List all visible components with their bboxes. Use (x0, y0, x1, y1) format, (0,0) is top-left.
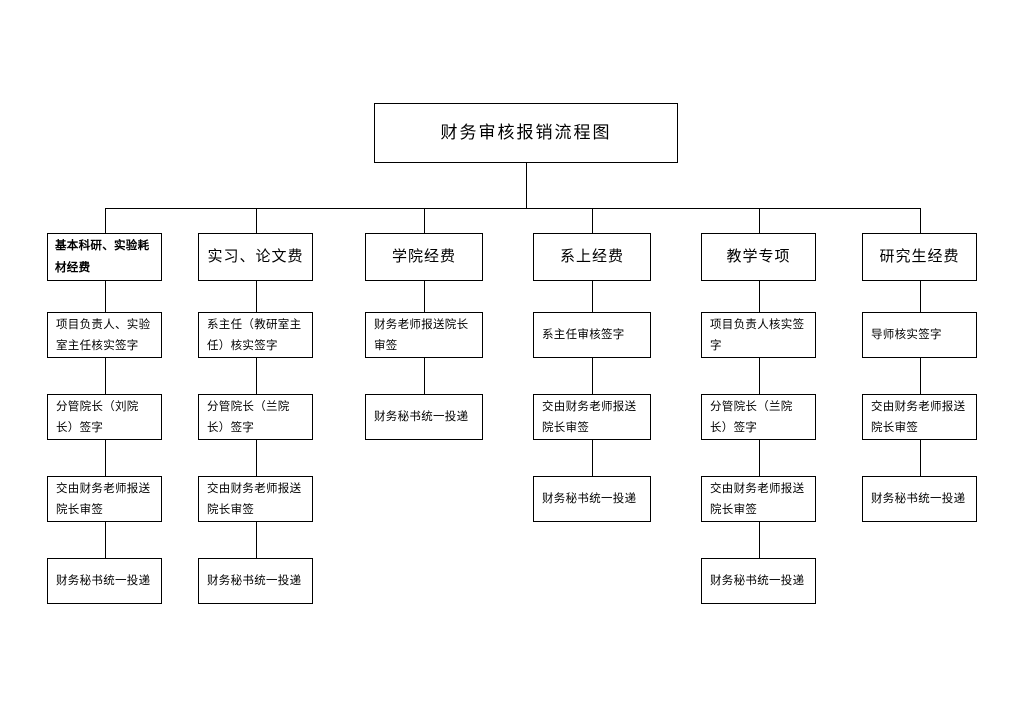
edge-title-to-bus (526, 163, 527, 208)
edge-header-to-step-teaching-special (758, 281, 760, 312)
step-node-department-funds-1: 系主任审核签字 (533, 312, 651, 358)
header-node-internship-thesis: 实习、论文费 (198, 233, 313, 281)
edge-step-college-funds-1-to-2 (424, 358, 425, 394)
step-node-basic-research-2: 分管院长（刘院长）签字 (47, 394, 162, 440)
edge-step-graduate-funds-2-to-3 (919, 440, 921, 476)
edge-step-basic-research-3-to-4 (104, 522, 106, 558)
edge-step-internship-thesis-1-to-2 (255, 358, 257, 394)
edge-step-internship-thesis-3-to-4 (255, 522, 257, 558)
edge-header-to-step-department-funds (592, 281, 593, 312)
step-node-college-funds-2: 财务秘书统一投递 (365, 394, 483, 440)
step-node-graduate-funds-1: 导师核实签字 (862, 312, 977, 358)
step-node-teaching-special-1: 项目负责人核实签字 (701, 312, 816, 358)
header-node-graduate-funds: 研究生经费 (862, 233, 977, 281)
edge-step-department-funds-1-to-2 (592, 358, 593, 394)
header-node-department-funds: 系上经费 (533, 233, 651, 281)
header-node-basic-research: 基本科研、实验耗材经费 (47, 233, 162, 281)
edge-bus-to-header-basic-research (104, 208, 106, 233)
edge-step-basic-research-1-to-2 (104, 358, 106, 394)
step-node-teaching-special-3: 交由财务老师报送院长审签 (701, 476, 816, 522)
header-node-teaching-special: 教学专项 (701, 233, 816, 281)
edge-bus-to-header-graduate-funds (919, 208, 921, 233)
edge-header-to-step-basic-research (104, 281, 106, 312)
edge-step-basic-research-2-to-3 (104, 440, 106, 476)
step-node-college-funds-1: 财务老师报送院长审签 (365, 312, 483, 358)
step-node-basic-research-1: 项目负责人、实验室主任核实签字 (47, 312, 162, 358)
step-node-internship-thesis-4: 财务秘书统一投递 (198, 558, 313, 604)
step-node-basic-research-3: 交由财务老师报送院长审签 (47, 476, 162, 522)
step-node-internship-thesis-3: 交由财务老师报送院长审签 (198, 476, 313, 522)
step-node-teaching-special-4: 财务秘书统一投递 (701, 558, 816, 604)
step-node-graduate-funds-3: 财务秘书统一投递 (862, 476, 977, 522)
edge-step-teaching-special-3-to-4 (758, 522, 760, 558)
header-node-college-funds: 学院经费 (365, 233, 483, 281)
edge-step-department-funds-2-to-3 (592, 440, 593, 476)
step-node-department-funds-3: 财务秘书统一投递 (533, 476, 651, 522)
edge-header-to-step-graduate-funds (919, 281, 921, 312)
edge-bus-to-header-department-funds (592, 208, 593, 233)
step-node-graduate-funds-2: 交由财务老师报送院长审签 (862, 394, 977, 440)
edge-header-to-step-internship-thesis (255, 281, 257, 312)
edge-bus-to-header-college-funds (424, 208, 425, 233)
edge-step-teaching-special-1-to-2 (758, 358, 760, 394)
flowchart-title-node: 财务审核报销流程图 (374, 103, 678, 163)
step-node-teaching-special-2: 分管院长（兰院长）签字 (701, 394, 816, 440)
edge-step-teaching-special-2-to-3 (758, 440, 760, 476)
edge-header-to-step-college-funds (424, 281, 425, 312)
edge-distribution-bus (104, 208, 920, 209)
edge-bus-to-header-internship-thesis (255, 208, 257, 233)
edge-bus-to-header-teaching-special (758, 208, 760, 233)
edge-step-internship-thesis-2-to-3 (255, 440, 257, 476)
step-node-internship-thesis-2: 分管院长（兰院长）签字 (198, 394, 313, 440)
step-node-department-funds-2: 交由财务老师报送院长审签 (533, 394, 651, 440)
step-node-internship-thesis-1: 系主任（教研室主任）核实签字 (198, 312, 313, 358)
step-node-basic-research-4: 财务秘书统一投递 (47, 558, 162, 604)
edge-step-graduate-funds-1-to-2 (919, 358, 921, 394)
